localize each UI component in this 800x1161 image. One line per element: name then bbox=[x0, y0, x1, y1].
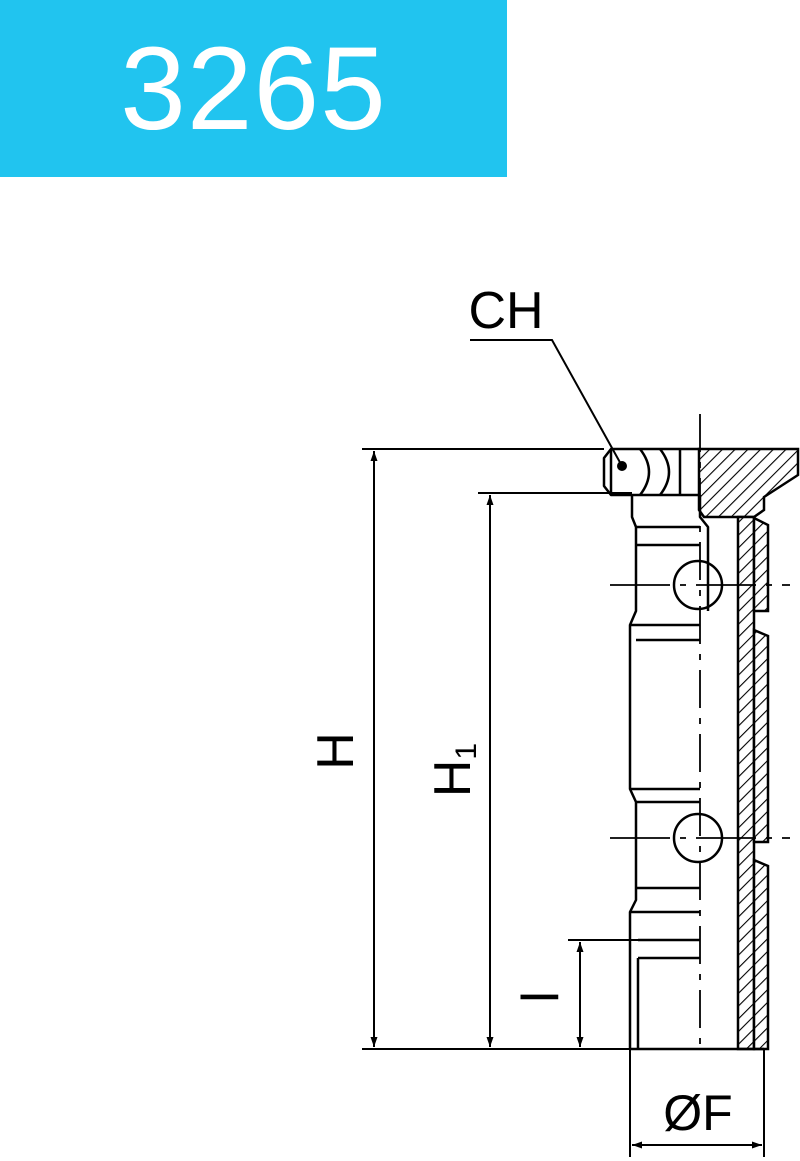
label-f: ØF bbox=[663, 1085, 732, 1141]
code-banner bbox=[0, 0, 507, 177]
label-h1-sub: 1 bbox=[450, 743, 483, 760]
label-h: H bbox=[307, 732, 365, 770]
dimension-h1 bbox=[478, 492, 632, 1047]
label-h1-main: H bbox=[424, 760, 482, 798]
dimension-l bbox=[568, 939, 638, 1047]
dimension-h bbox=[362, 448, 630, 1050]
ch-leader bbox=[470, 339, 627, 471]
section-hatch bbox=[697, 447, 800, 1051]
center-lines bbox=[610, 414, 790, 1049]
product-code: 3265 bbox=[120, 22, 387, 155]
bolt-body bbox=[602, 447, 764, 1051]
dimension-f bbox=[629, 1049, 765, 1157]
label-l: l bbox=[512, 991, 570, 1003]
label-ch: CH bbox=[468, 282, 543, 340]
svg-text:H1: H1 bbox=[424, 743, 483, 797]
label-h1: H1 bbox=[424, 743, 483, 797]
